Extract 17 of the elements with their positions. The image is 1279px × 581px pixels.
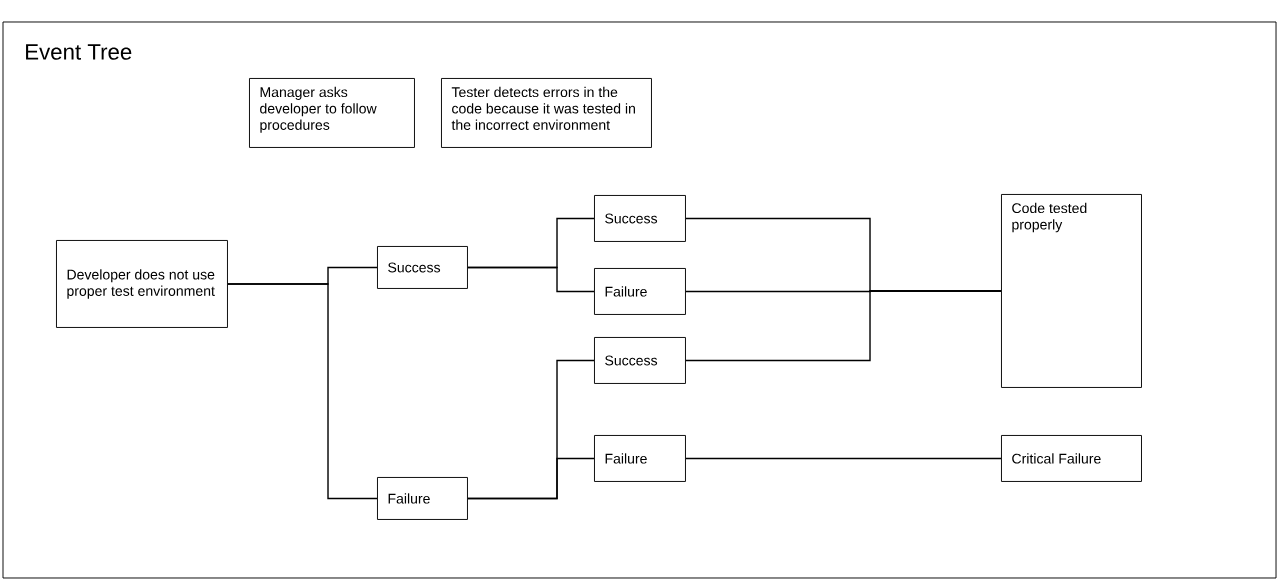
event-box: Developer does not use proper test environment bbox=[56, 240, 228, 328]
result-box: Code tested properly bbox=[1001, 194, 1142, 388]
outcome-box: Success bbox=[594, 337, 686, 384]
outcome-box: Failure bbox=[377, 477, 468, 520]
outcome-box: Success bbox=[377, 246, 468, 289]
note-box: Manager asks developer to follow procedures bbox=[249, 78, 415, 148]
connector-line bbox=[685, 290, 1002, 362]
note-box: Tester detects errors in the code because it was tested in the incorrect environment bbox=[441, 78, 652, 148]
connector-line bbox=[467, 457, 595, 500]
outcome-box: Failure bbox=[594, 268, 686, 315]
connector-line bbox=[685, 457, 1002, 460]
outcome-box: Failure bbox=[594, 435, 686, 482]
connector-line bbox=[227, 283, 378, 500]
result-box: Critical Failure bbox=[1001, 435, 1142, 482]
outcome-box: Success bbox=[594, 195, 686, 242]
title: Event Tree bbox=[26, 44, 132, 60]
connector-line bbox=[467, 266, 595, 293]
